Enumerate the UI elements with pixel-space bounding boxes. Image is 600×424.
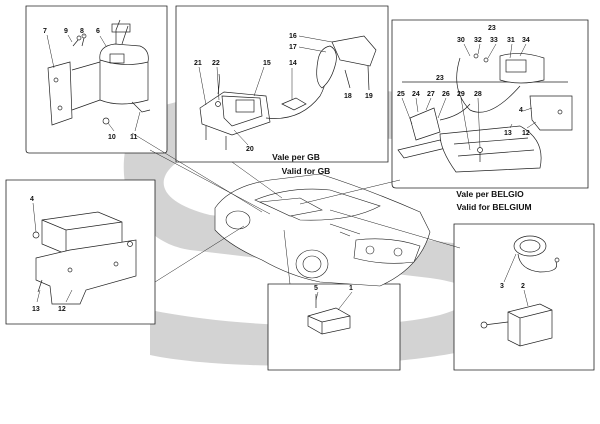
callout-13-left: 13 xyxy=(32,306,40,313)
callout-12-right: 12 xyxy=(522,130,530,137)
frame-module-bracket xyxy=(5,179,156,325)
caption-gb-italian: Vale per GB xyxy=(272,152,320,162)
callout-9: 9 xyxy=(64,28,68,35)
callout-25: 25 xyxy=(397,91,405,98)
callout-33: 33 xyxy=(490,37,498,44)
callout-27: 27 xyxy=(427,91,435,98)
callout-23-top: 23 xyxy=(488,25,496,32)
callout-23-mid: 23 xyxy=(436,75,444,82)
callout-11: 11 xyxy=(130,134,138,141)
caption-gb-english: Valid for GB xyxy=(282,166,331,176)
callout-18: 18 xyxy=(344,93,352,100)
callout-13-right: 13 xyxy=(504,130,512,137)
frame-harness-module xyxy=(453,223,595,371)
frame-control-unit xyxy=(175,5,389,163)
frame-sensor xyxy=(267,283,401,371)
callout-28: 28 xyxy=(474,91,482,98)
caption-belgium-italian: Vale per BELGIO xyxy=(456,189,524,199)
callout-1: 1 xyxy=(349,285,353,292)
callout-8: 8 xyxy=(80,28,84,35)
callout-3: 3 xyxy=(500,283,504,290)
frame-siren-unit xyxy=(25,5,168,154)
callout-26: 26 xyxy=(442,91,450,98)
callout-32: 32 xyxy=(474,37,482,44)
callout-29: 29 xyxy=(457,91,465,98)
callout-34: 34 xyxy=(522,37,530,44)
callout-22: 22 xyxy=(212,60,220,67)
callout-2: 2 xyxy=(521,283,525,290)
callout-4-right: 4 xyxy=(519,107,523,114)
callout-21: 21 xyxy=(194,60,202,67)
callout-7: 7 xyxy=(43,28,47,35)
captions: Vale per GB Valid for GB Vale per BELGIO… xyxy=(272,152,531,212)
callout-30: 30 xyxy=(457,37,465,44)
connector-lines xyxy=(131,132,461,285)
callout-6: 6 xyxy=(96,28,100,35)
callout-15: 15 xyxy=(263,60,271,67)
frame-belgium-kit xyxy=(391,19,589,189)
callout-12-left: 12 xyxy=(58,306,66,313)
callout-20: 20 xyxy=(246,146,254,153)
callout-16: 16 xyxy=(289,33,297,40)
car-illustration xyxy=(214,173,431,287)
callout-labels: 7 9 8 6 10 11 21 22 15 14 20 16 17 18 19… xyxy=(30,25,530,313)
callout-17: 17 xyxy=(289,44,297,51)
callout-31: 31 xyxy=(507,37,515,44)
callout-10: 10 xyxy=(108,134,116,141)
callout-14: 14 xyxy=(289,60,297,67)
callout-24: 24 xyxy=(412,91,420,98)
caption-belgium-english: Valid for BELGIUM xyxy=(456,202,531,212)
callout-19: 19 xyxy=(365,93,373,100)
callout-5: 5 xyxy=(314,285,318,292)
callout-4-left: 4 xyxy=(30,196,34,203)
